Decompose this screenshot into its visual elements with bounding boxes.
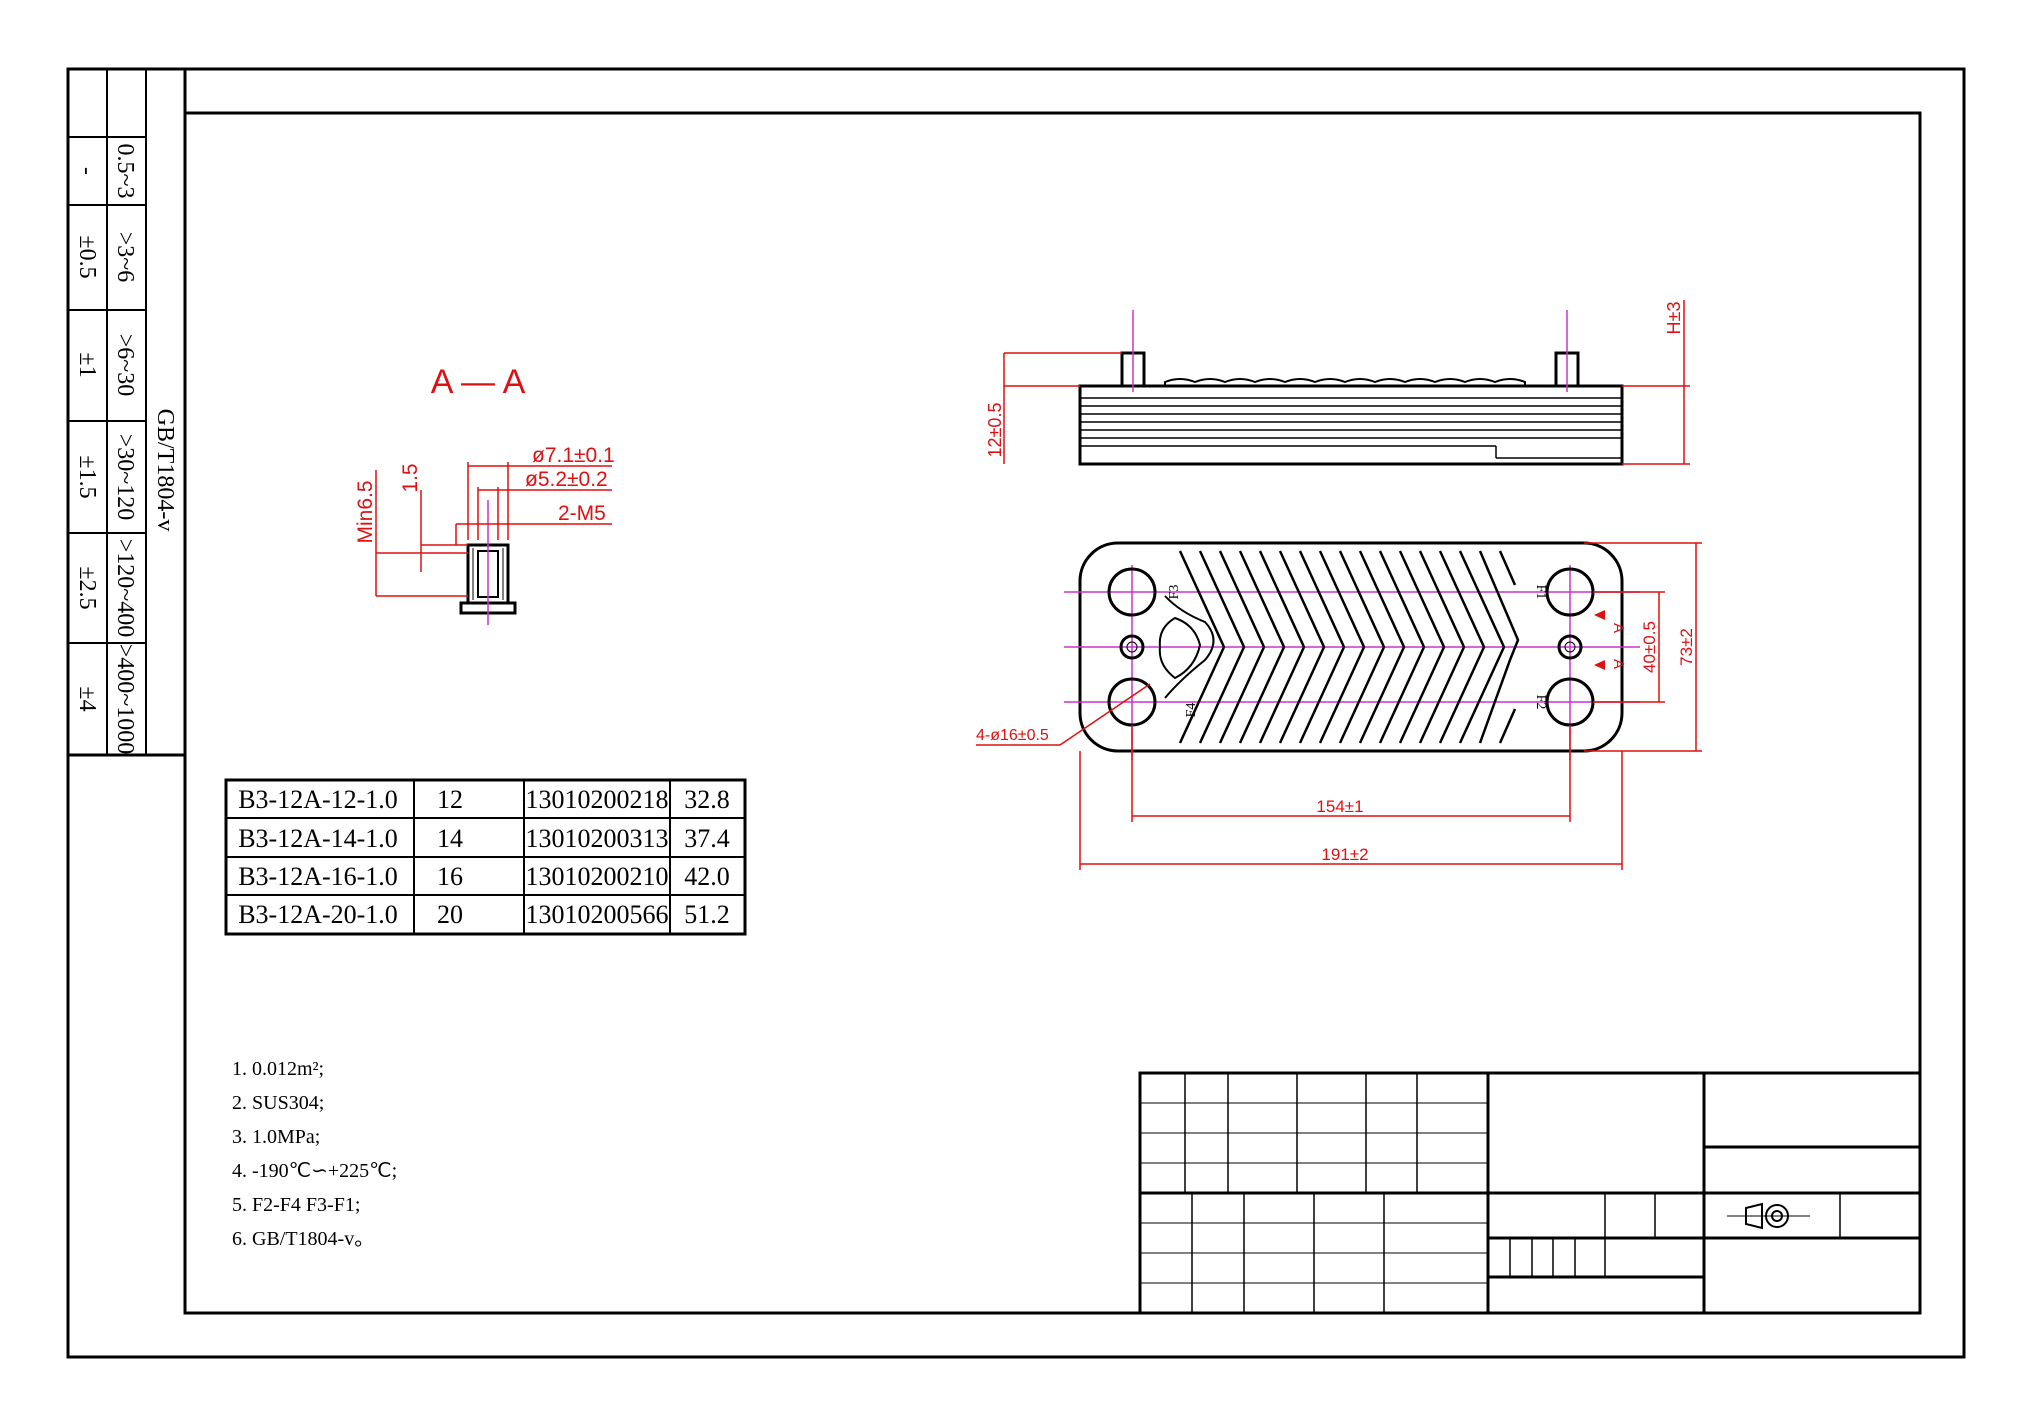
port-label-f2: F2 xyxy=(1533,695,1548,710)
thickness-dim: 12±0.5 xyxy=(985,403,1005,458)
inner-dia-dim: ø5.2±0.2 xyxy=(525,468,608,491)
table-row: B3-12A-14-1.0 14 13010200313 37.4 xyxy=(238,824,730,853)
tolerance-cell-1: - xyxy=(74,167,100,175)
tolerance-cell-6: ±4 xyxy=(74,686,100,711)
plates-cell: 16 xyxy=(437,862,463,891)
weight-cell: 51.2 xyxy=(684,900,730,929)
model-cell: B3-12A-12-1.0 xyxy=(238,785,398,814)
length-dim: 191±2 xyxy=(1321,845,1368,864)
title-block xyxy=(1138,1071,1922,1315)
table-row: B3-12A-16-1.0 16 13010200210 42.0 xyxy=(238,862,730,891)
port-label-f3: F3 xyxy=(1167,585,1182,600)
side-view: 12±0.5 H±3 xyxy=(985,300,1690,466)
hole-callout: 4-ø16±0.5 xyxy=(976,727,1049,744)
code-cell: 13010200566 xyxy=(526,900,669,929)
note-3: 3. 1.0MPa; xyxy=(232,1126,320,1148)
step-dim: 1.5 xyxy=(399,463,422,492)
port-pitch-vertical-dim: 40±0.5 xyxy=(1640,621,1659,673)
outer-dia-dim: ø7.1±0.1 xyxy=(532,444,615,467)
range-cell-6: >400~1000 xyxy=(112,644,138,755)
tolerance-standard: GB/T1804-v xyxy=(152,409,178,532)
tolerance-cell-2: ±0.5 xyxy=(74,235,100,278)
note-5: 5. F2-F4 F3-F1; xyxy=(232,1194,360,1216)
tolerance-table: GB/T1804-v 0.5~3 >3~6 >6~30 >30~120 >120… xyxy=(66,67,187,757)
thread-dim: 2-M5 xyxy=(558,502,606,525)
range-cell-2: >3~6 xyxy=(112,232,138,283)
note-6: 6. GB/T1804-v。 xyxy=(232,1228,374,1250)
port-hole-f3 xyxy=(1107,567,1157,617)
weight-cell: 37.4 xyxy=(684,824,730,853)
model-cell: B3-12A-16-1.0 xyxy=(238,862,398,891)
section-title: A — A xyxy=(431,363,526,401)
port-pitch-horizontal-dim: 154±1 xyxy=(1316,797,1363,816)
tolerance-cell-4: ±1.5 xyxy=(74,455,100,498)
port-label-f4: F4 xyxy=(1184,703,1199,718)
table-row: B3-12A-20-1.0 20 13010200566 51.2 xyxy=(238,900,730,929)
port-label-f1: F1 xyxy=(1533,585,1548,600)
note-1: 1. 0.012m²; xyxy=(232,1058,324,1080)
plan-view: F3 F4 F1 F2 A A 4-ø16±0.5 40±0.5 73±2 15… xyxy=(976,541,1702,870)
note-2: 2. SUS304; xyxy=(232,1092,324,1114)
section-aa-view: A — A ø7.1±0.1 ø5.2±0.2 2-M5 Min6.5 1.5 xyxy=(354,363,615,625)
section-mark-lower: A xyxy=(1610,659,1627,669)
inner-frame xyxy=(183,111,1922,1315)
weight-cell: 32.8 xyxy=(684,785,730,814)
table-row: B3-12A-12-1.0 12 13010200218 32.8 xyxy=(238,785,730,814)
range-cell-4: >30~120 xyxy=(112,434,138,521)
height-dim: H±3 xyxy=(1664,302,1684,335)
model-cell: B3-12A-20-1.0 xyxy=(238,900,398,929)
tolerance-cell-5: ±2.5 xyxy=(74,566,100,609)
section-mark-upper: A xyxy=(1610,623,1627,633)
range-cell-1: 0.5~3 xyxy=(112,144,138,199)
range-cell-5: >120~400 xyxy=(112,539,138,638)
tolerance-cell-3: ±1 xyxy=(74,352,100,377)
code-cell: 13010200218 xyxy=(526,785,669,814)
projection-symbol-icon xyxy=(1727,1202,1810,1230)
plates-cell: 12 xyxy=(437,785,463,814)
min-depth-dim: Min6.5 xyxy=(354,480,377,543)
plates-cell: 14 xyxy=(437,824,463,853)
code-cell: 13010200210 xyxy=(526,862,669,891)
code-cell: 13010200313 xyxy=(526,824,669,853)
width-dim: 73±2 xyxy=(1677,628,1696,666)
range-cell-3: >6~30 xyxy=(112,334,138,397)
note-4: 4. -190℃∽+225℃; xyxy=(232,1160,397,1182)
parts-table: B3-12A-12-1.0 12 13010200218 32.8 B3-12A… xyxy=(224,778,747,936)
technical-notes: 1. 0.012m²; 2. SUS304; 3. 1.0MPa; 4. -19… xyxy=(232,1058,397,1250)
chevron-pattern xyxy=(1178,550,1520,744)
model-cell: B3-12A-14-1.0 xyxy=(238,824,398,853)
weight-cell: 42.0 xyxy=(684,862,730,891)
plates-cell: 20 xyxy=(437,900,463,929)
